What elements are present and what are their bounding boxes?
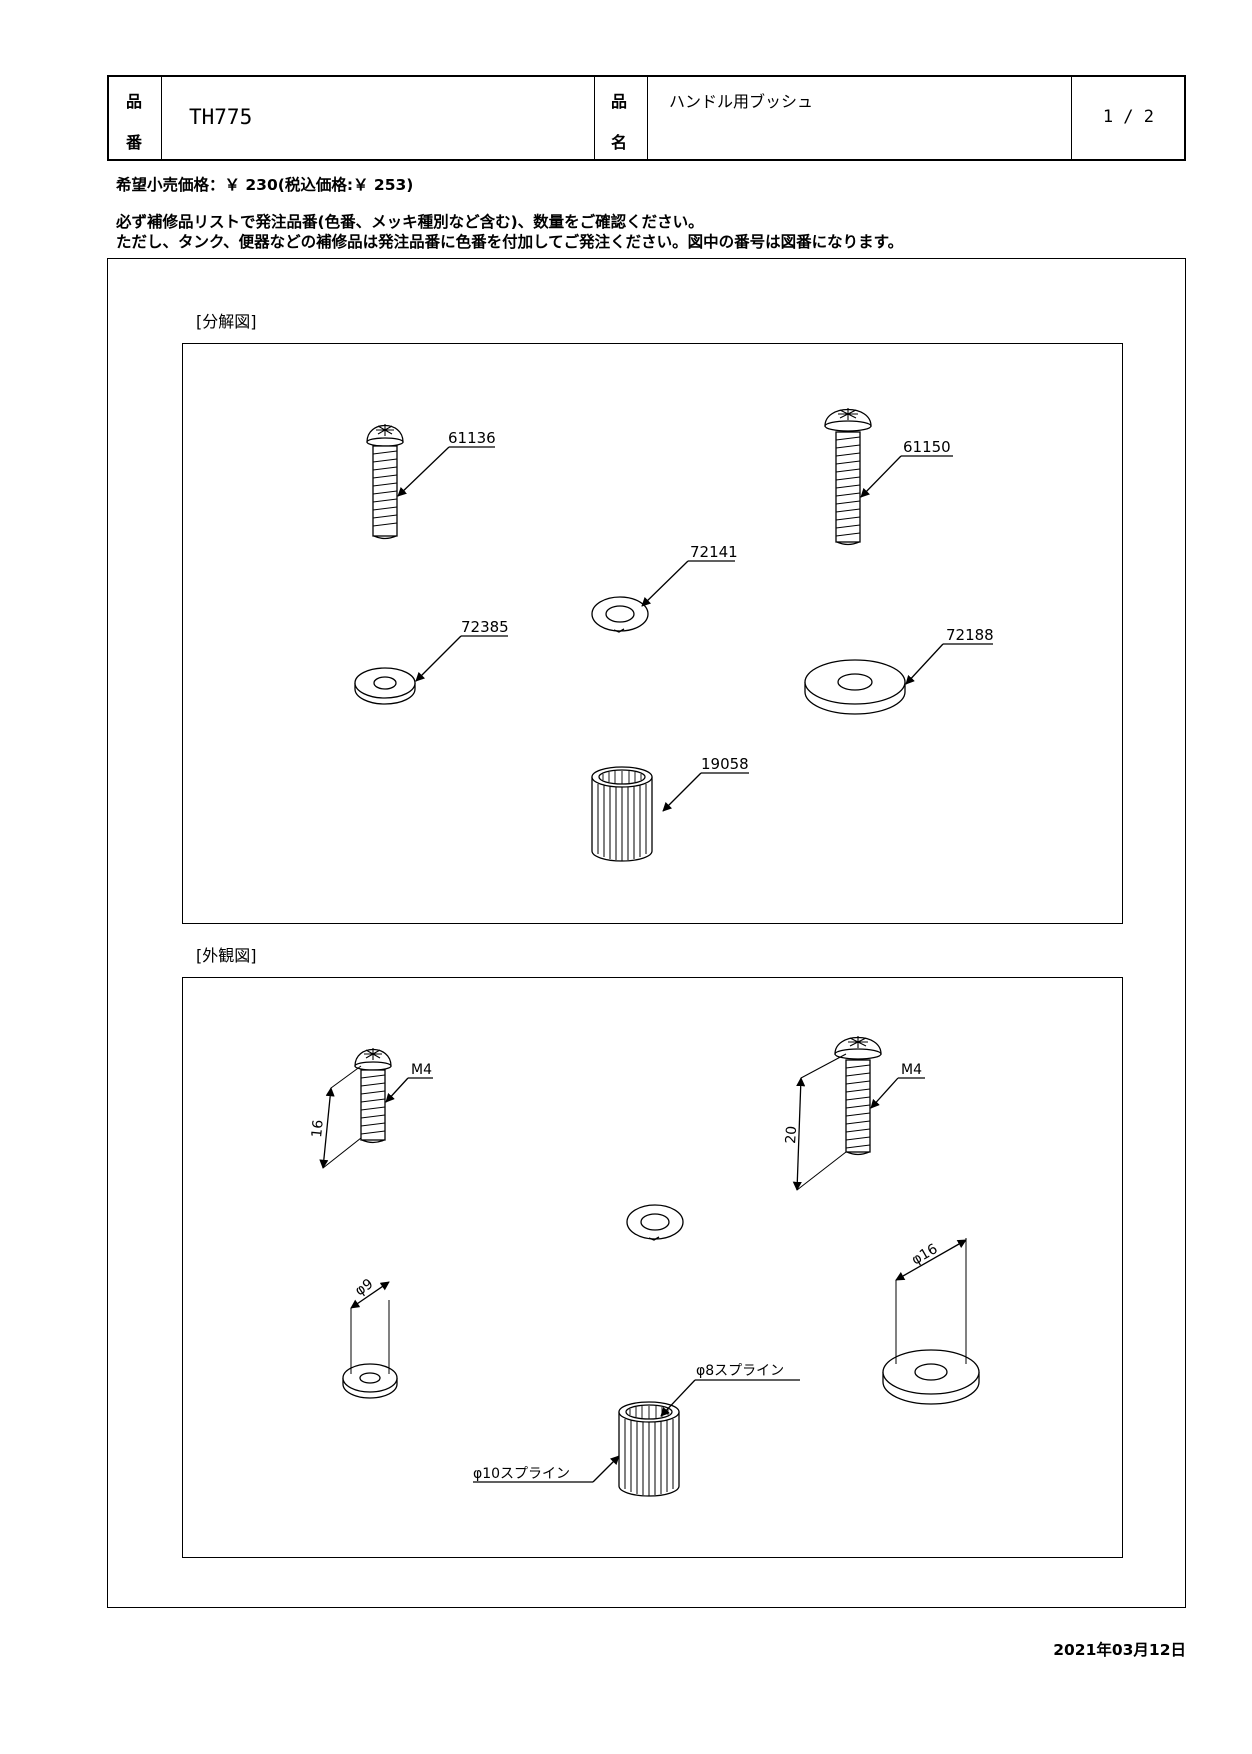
spring-washer-drawing bbox=[626, 1204, 684, 1241]
screw-61136-drawing bbox=[366, 424, 404, 540]
washer-small-drawing bbox=[342, 1363, 398, 1399]
part-number: TH775 bbox=[189, 105, 253, 129]
retail-price: 希望小売価格：￥ 230(税込価格:￥ 253) bbox=[116, 176, 414, 194]
part-label-72188: 72188 bbox=[946, 626, 994, 644]
dim-spline-outer: φ10スプライン bbox=[473, 1466, 570, 1482]
part-label-61136: 61136 bbox=[448, 429, 496, 447]
dim-washer-large: φ16 bbox=[909, 1241, 941, 1268]
dim-screw1-length: 16 bbox=[309, 1119, 327, 1138]
spring-washer-72141-drawing bbox=[591, 596, 649, 633]
header-table: 品 番 TH775 品 名 ハンドル用ブッシュ 1 / 2 bbox=[107, 75, 1186, 161]
part-label-19058: 19058 bbox=[701, 755, 749, 773]
divider bbox=[647, 77, 648, 159]
washer-large-drawing bbox=[882, 1349, 980, 1405]
divider bbox=[161, 77, 162, 159]
part-name: ハンドル用ブッシュ bbox=[669, 92, 814, 111]
exploded-view-panel: 61136 61150 72141 72385 bbox=[182, 343, 1123, 924]
dim-screw2-length: 20 bbox=[783, 1125, 800, 1144]
part-name-label-1: 品 bbox=[611, 92, 628, 111]
notice-line-2: ただし、タンク、便器などの補修品は発注品番に色番を付加してご発注ください。図中の… bbox=[116, 233, 904, 251]
screw-m4-16-drawing bbox=[354, 1048, 392, 1144]
drawing-frame bbox=[107, 258, 1186, 1608]
part-label-72141: 72141 bbox=[690, 543, 738, 561]
part-no-label-1: 品 bbox=[126, 92, 143, 111]
washer-72188-drawing bbox=[804, 659, 906, 715]
divider bbox=[1071, 77, 1072, 159]
exploded-view-label: [分解図] bbox=[196, 312, 257, 331]
screw-61150-drawing bbox=[824, 408, 872, 546]
dim-washer-small: φ9 bbox=[352, 1276, 376, 1299]
exterior-view-label: [外観図] bbox=[196, 946, 257, 965]
dim-screw2-thread: M4 bbox=[901, 1062, 922, 1078]
part-label-61150: 61150 bbox=[903, 438, 951, 456]
part-no-label-2: 番 bbox=[126, 133, 143, 152]
part-name-label-2: 名 bbox=[611, 133, 628, 152]
washer-72385-drawing bbox=[354, 667, 416, 705]
exterior-view-panel: M4 16 M4 20 bbox=[182, 977, 1123, 1558]
spline-bushing-drawing bbox=[618, 1401, 680, 1497]
screw-m4-20-drawing bbox=[834, 1036, 882, 1156]
notice-line-1: 必ず補修品リストで発注品番(色番、メッキ種別など含む)、数量をご確認ください。 bbox=[116, 213, 704, 231]
dim-screw1-thread: M4 bbox=[411, 1062, 432, 1078]
dim-spline-inner: φ8スプライン bbox=[696, 1363, 784, 1379]
part-label-72385: 72385 bbox=[461, 618, 509, 636]
issue-date: 2021年03月12日 bbox=[1053, 1641, 1186, 1659]
divider bbox=[594, 77, 595, 159]
bushing-19058-drawing bbox=[591, 766, 653, 862]
page-number: 1 / 2 bbox=[1102, 107, 1154, 127]
